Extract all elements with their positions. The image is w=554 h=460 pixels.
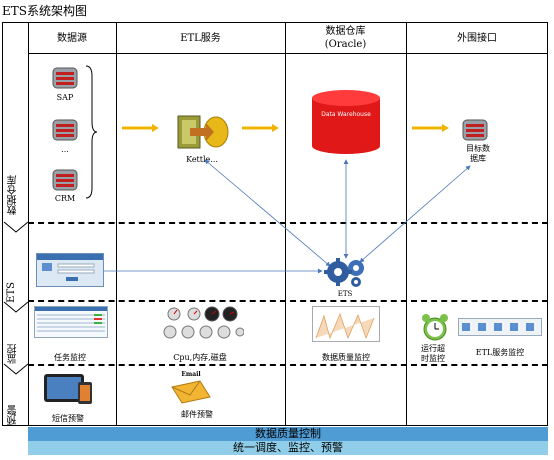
sms-alert-devices-icon: [44, 374, 92, 404]
etl-service-monitor-label: ETL服务监控: [475, 348, 525, 357]
header-divider: [28, 53, 548, 54]
row-divider-2: [28, 300, 548, 302]
col-header-sources: 数据源: [57, 32, 87, 44]
sources-brace: [85, 65, 98, 199]
col-header-external: 外围接口: [457, 32, 497, 44]
data-warehouse-icon: [312, 90, 380, 154]
cpu-memory-disk-label: Cpu,内存,磁盘: [173, 353, 227, 362]
kettle-icon: [177, 115, 229, 149]
arrow-warehouse-to-external: [412, 124, 449, 132]
col-header-warehouse: 数据仓库(Oracle): [324, 26, 367, 50]
col-header-etl: ETL服务: [180, 32, 221, 44]
kettle-label: Kettle...: [186, 155, 218, 164]
email-alert-label: 邮件预警: [181, 410, 213, 419]
target-database-icon: [462, 119, 488, 141]
row-label-chevrons: [3, 221, 29, 375]
alarm-clock-icon: [422, 314, 448, 341]
col-divider-1: [116, 22, 117, 426]
task-monitor-screenshot: [34, 306, 108, 338]
target-db-label: 目标数据库: [466, 144, 490, 163]
source-label-other: ...: [61, 145, 69, 154]
email-alert-envelope-icon: [171, 380, 211, 404]
data-quality-chart: [312, 306, 380, 342]
arrow-etl-to-warehouse: [242, 124, 279, 132]
arrow-sources-to-etl: [122, 124, 159, 132]
email-icon-text: Email: [181, 371, 201, 378]
crm-database-icon: [52, 169, 78, 191]
col-divider-left: [28, 22, 29, 426]
sap-database-icon: [52, 67, 78, 89]
cpu-memory-disk-gauges: [163, 306, 244, 339]
data-quality-control-bar: 数据质量控制: [28, 427, 548, 441]
row-divider-3: [28, 364, 548, 366]
data-warehouse-label: Data Warehouse: [321, 111, 371, 118]
source-label-sap: SAP: [56, 93, 74, 102]
source-label-crm: CRM: [54, 194, 76, 203]
diagram-frame: [2, 22, 548, 426]
ets-label: ETS: [337, 290, 353, 298]
diagram-title: ETS系统架构图: [2, 4, 87, 18]
etl-service-monitor-screenshot: [458, 318, 542, 336]
timeout-monitor-label: 运行超时监控: [421, 344, 445, 363]
sms-alert-label: 短信预警: [52, 414, 84, 423]
ets-gears-icon: [324, 258, 364, 287]
ets-login-screenshot: [36, 253, 104, 287]
other-database-icon: [52, 119, 78, 141]
unified-scheduling-bar: 统一调度、监控、预警: [28, 441, 548, 455]
data-quality-label: 数据质量监控: [322, 353, 370, 362]
task-monitor-label: 任务监控: [54, 353, 86, 362]
